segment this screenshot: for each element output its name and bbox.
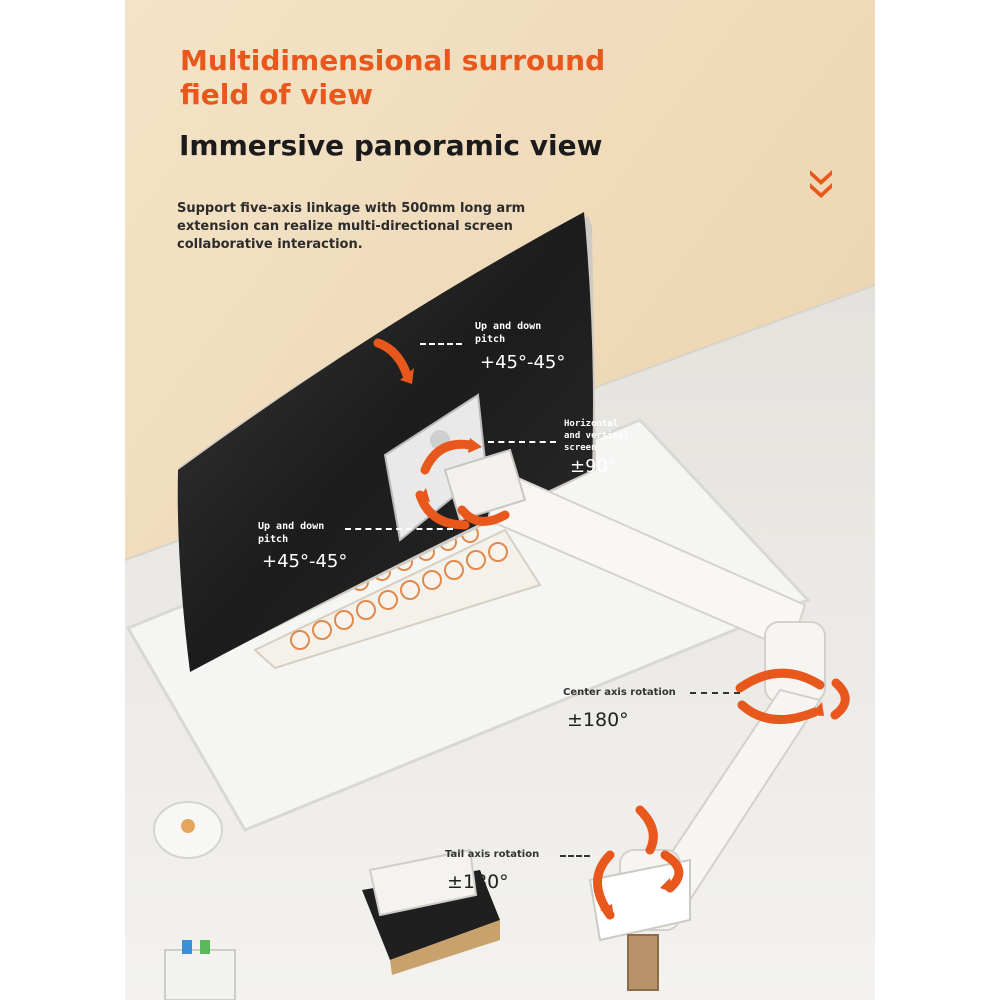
center-axis-value: ±180° <box>567 709 629 731</box>
description: Support five-axis linkage with 500mm lon… <box>177 201 526 252</box>
screen-rotation-value: ±90° <box>570 456 617 477</box>
rotation-arrow-icon <box>373 338 850 920</box>
tail-axis-leader <box>560 855 590 857</box>
scene-illustration <box>125 0 875 1000</box>
top-pitch-leader <box>420 343 462 345</box>
left-margin <box>0 0 125 1000</box>
top-pitch-value: +45°-45° <box>480 352 566 373</box>
chevron-down-icon <box>810 170 832 198</box>
screen-rotation-leader <box>488 441 556 443</box>
curved-monitor <box>177 212 596 672</box>
monitor-arm <box>443 448 826 991</box>
books <box>362 848 500 975</box>
headline: Multidimensional surround field of view <box>180 44 606 111</box>
desk-organizer <box>164 940 236 1000</box>
arrowheads <box>400 368 824 918</box>
left-pitch-label: Up and down pitch <box>258 521 325 545</box>
keyboard <box>253 525 542 670</box>
top-pitch-label: Up and down pitch <box>475 321 542 345</box>
subheadline: Immersive panoramic view <box>179 129 603 162</box>
center-axis-label: Center axis rotation <box>563 687 676 698</box>
left-pitch-leader <box>345 528 453 530</box>
tail-axis-value: ±180° <box>447 871 509 893</box>
product-scene <box>125 0 875 1000</box>
screen-rotation-label: Horizontal and vertical screen <box>564 419 630 453</box>
tail-axis-label: Tail axis rotation <box>445 849 540 860</box>
left-pitch-value: +45°-45° <box>262 551 348 572</box>
center-axis-leader <box>690 692 740 694</box>
right-margin <box>875 0 1000 1000</box>
mouse <box>153 801 223 859</box>
